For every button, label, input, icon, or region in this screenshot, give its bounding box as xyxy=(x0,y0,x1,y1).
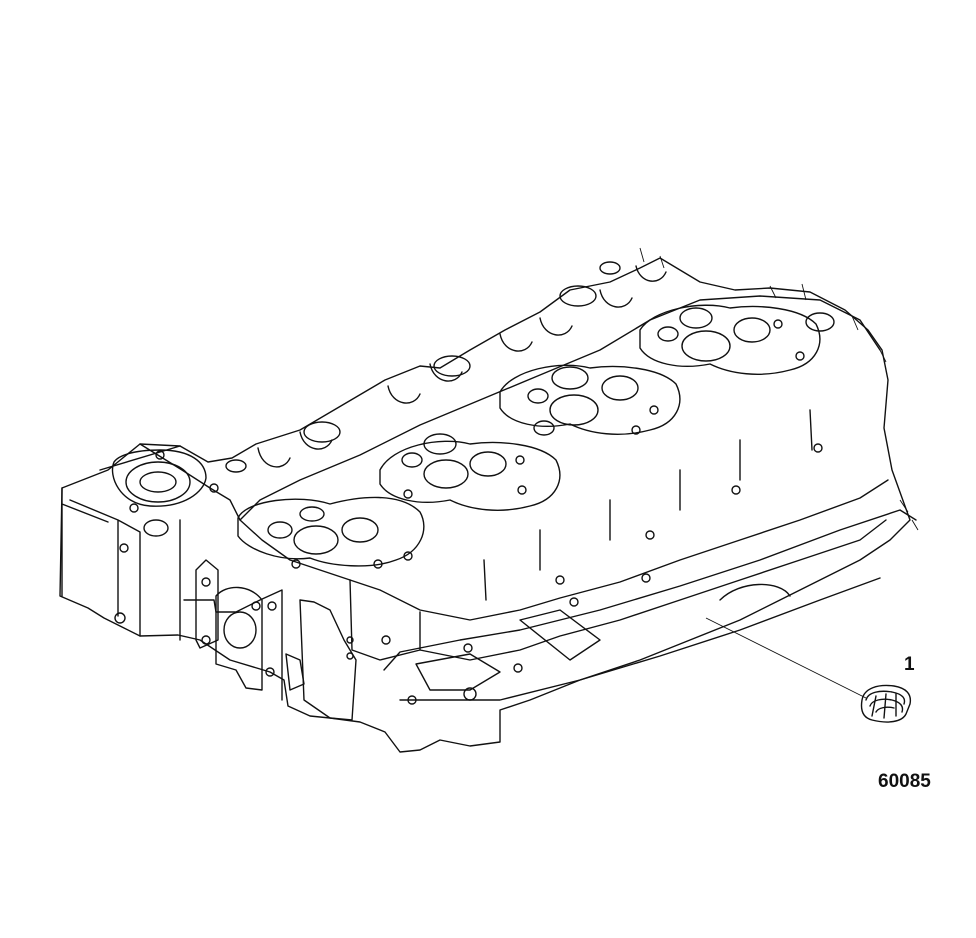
figure-id-label: 60085 xyxy=(878,771,931,792)
cylinder-head-illustration xyxy=(59,247,919,753)
callout-number-label: 1 xyxy=(904,654,915,675)
part-1-fitting xyxy=(860,684,912,723)
valve-pockets xyxy=(237,304,835,569)
callout-leader-line xyxy=(705,617,867,699)
injector-bores xyxy=(225,261,621,473)
